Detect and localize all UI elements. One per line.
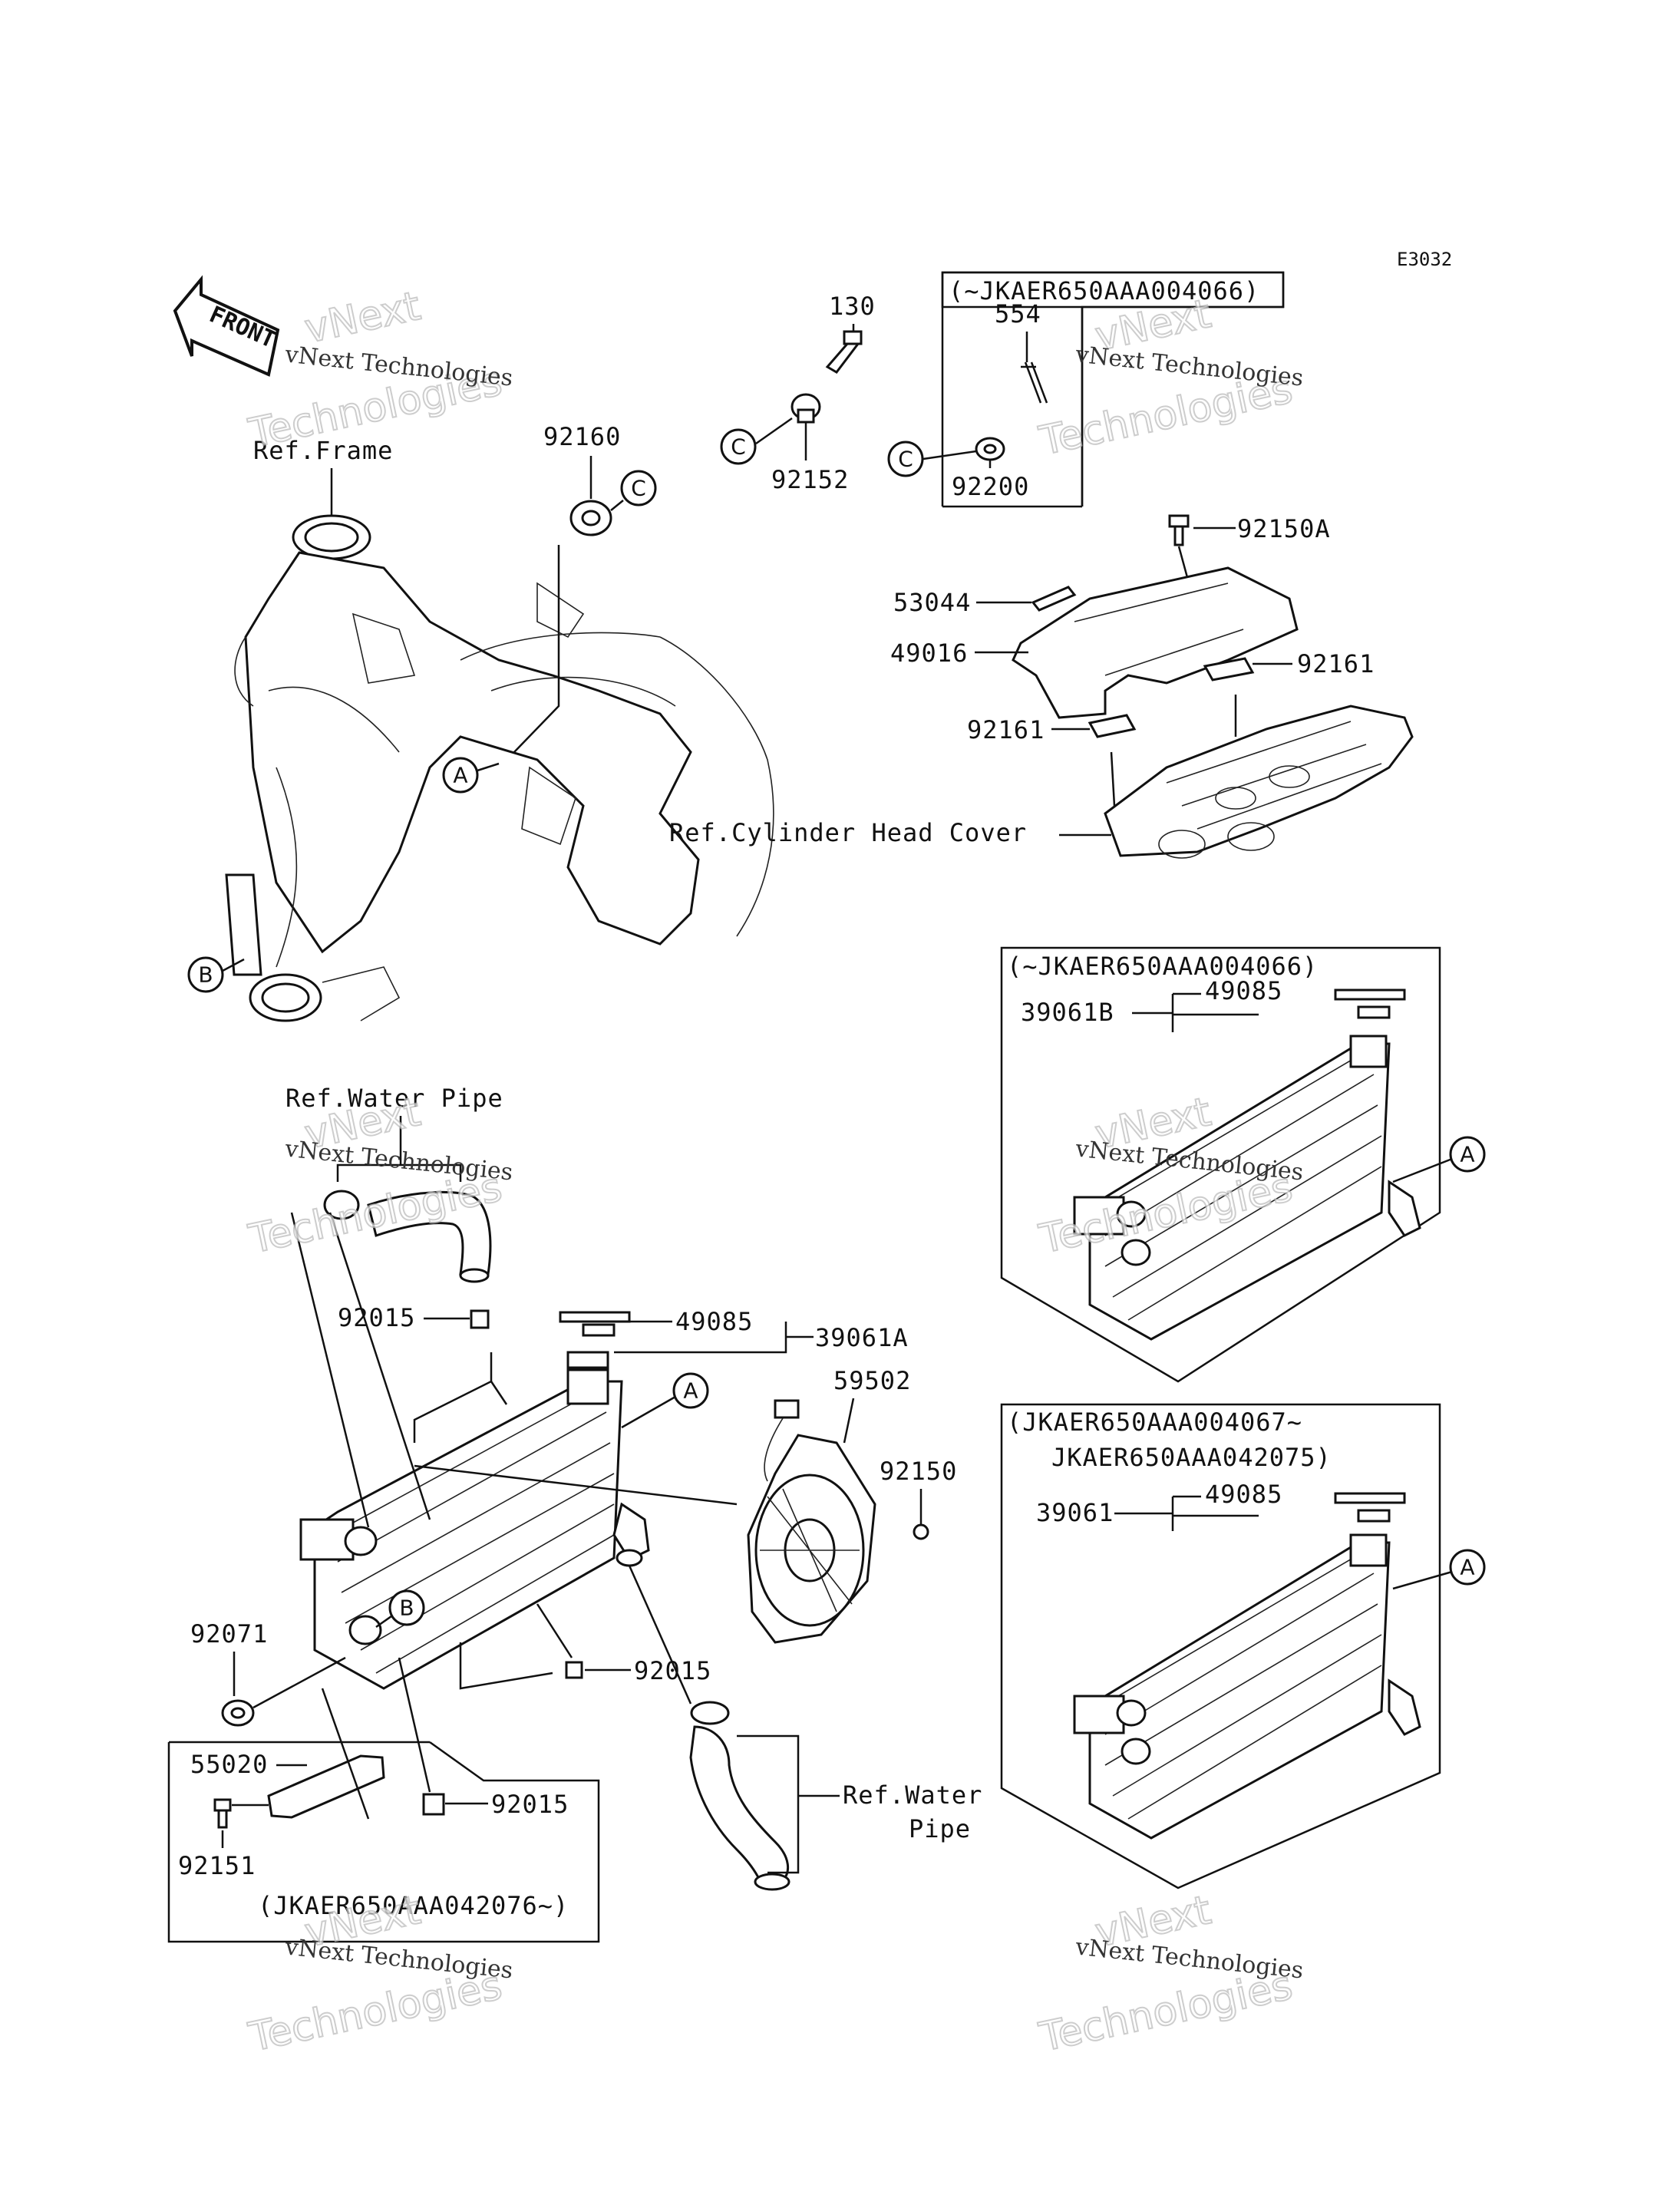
svg-text:vNext: vNext [301,283,424,352]
svg-text:A: A [683,1378,698,1404]
washer-92200-icon [975,437,1005,461]
serial-range-bottom-left: (JKAER650AAA042076~) [258,1891,569,1920]
svg-text:C: C [731,434,746,460]
bolt-92151-icon [213,1798,232,1829]
bolt-92150-icon [913,1523,929,1540]
callout-a-main [672,1372,709,1409]
cap-49085-low-icon [1334,1492,1406,1523]
part-39061B-label: 39061B [1021,998,1114,1027]
svg-text:A: A [1460,1142,1474,1167]
collar-92152-icon [790,393,821,424]
radiator-39061B-drawing [1073,1035,1421,1341]
pad-92161-right-icon [1203,657,1255,682]
svg-text:vNext Technologies: vNext Technologies [283,1135,514,1186]
part-39061-label: 39061 [1036,1498,1114,1527]
part-130-label: 130 [829,292,876,321]
pin-554-icon [1021,361,1048,404]
part-92161-right-label: 92161 [1297,649,1375,678]
part-92015-top-label: 92015 [338,1303,415,1332]
bolt-92150A-icon [1168,514,1190,546]
part-92161-left-label: 92161 [967,715,1045,744]
serial-range-top: (~JKAER650AAA004066) [949,276,1259,305]
radiator-39061-drawing [1073,1533,1421,1840]
part-92150A-label: 92150A [1237,514,1331,543]
ref-cylinder-head-cover-label: Ref.Cylinder Head Cover [669,818,1027,847]
neck-filler-icon [566,1351,609,1369]
front-arrow-icon: FRONT [173,275,280,377]
bracket-55020-drawing [267,1754,385,1819]
svg-text:B: B [198,962,213,988]
ref-water-pipe-bottom-2-label: Pipe [909,1814,971,1843]
hose-clamp-upper-icon [323,1190,360,1220]
callout-b-frame [187,956,224,993]
callout-c-frame [620,470,657,507]
fan-59502-drawing [747,1399,876,1644]
part-554-label: 554 [995,299,1041,328]
callout-c-bolt [720,428,757,465]
clip-92015-mid-icon [565,1661,583,1679]
cap-49085-mid-icon [1334,988,1406,1019]
part-49085-low-label: 49085 [1205,1480,1282,1509]
pad-92161-left-icon [1088,714,1137,738]
callout-a-variant-1 [1449,1136,1486,1173]
callout-c-top [887,441,924,477]
water-hose-upper-drawing [367,1190,492,1283]
callout-a-frame [442,757,479,794]
ref-water-pipe-top-label: Ref.Water Pipe [286,1084,503,1113]
part-59502-label: 59502 [833,1366,911,1395]
cylinder-head-cover-drawing [1104,705,1414,859]
svg-text:A: A [453,763,467,788]
svg-text:C: C [631,476,646,501]
part-92015-low-label: 92015 [491,1790,569,1819]
part-49085-main-label: 49085 [675,1307,753,1336]
frame-drawing [225,514,774,1022]
part-39061A-label: 39061A [815,1323,909,1352]
bolt-130-icon [825,330,863,374]
cap-49085-main-icon [559,1311,631,1337]
part-92071-label: 92071 [190,1619,268,1648]
pad-53044-icon [1031,586,1077,612]
svg-text:A: A [1460,1555,1474,1580]
part-92150-label: 92150 [880,1457,957,1486]
diagram-code: E3032 [1397,249,1452,270]
water-hose-lower-drawing [689,1725,790,1891]
part-55020-label: 55020 [190,1750,268,1779]
hose-clamp-lower-icon [690,1701,730,1725]
ref-water-pipe-bottom-1-label: Ref.Water [843,1781,982,1810]
clip-92015-top-icon [470,1309,490,1329]
part-92015-mid-label: 92015 [634,1656,711,1685]
part-92152-label: 92152 [771,465,849,494]
part-49085-mid-label: 49085 [1205,976,1282,1005]
callout-b-main [388,1589,425,1626]
part-49016-label: 49016 [890,639,968,668]
grommet-92160-icon [569,500,612,536]
part-92151-label: 92151 [178,1851,256,1880]
watermark-1: vNext Technologies vNext Technologies [244,282,514,457]
grommet-92071-icon [221,1699,255,1727]
svg-text:B: B [399,1596,414,1621]
svg-text:C: C [898,447,913,472]
part-92200-label: 92200 [952,472,1029,501]
serial-range-lower-1: (JKAER650AAA004067~ [1007,1408,1302,1437]
part-53044-label: 53044 [893,588,971,617]
ref-frame-label: Ref.Frame [253,436,393,465]
heat-shield-49016-drawing [1012,566,1299,719]
watermark-2: vNext Technologies vNext Technologies [1035,290,1305,465]
serial-range-lower-2: JKAER650AAA042075) [1051,1443,1332,1472]
svg-text:vNext Technologies: vNext Technologies [1074,1933,1305,1984]
part-92160-label: 92160 [543,422,621,451]
serial-range-mid: (~JKAER650AAA004066) [1007,952,1318,981]
watermark-6: vNext Technologies vNext Technologies [1035,1886,1305,2061]
svg-text:vNext Technologies: vNext Technologies [1074,341,1305,391]
radiator-39061A-drawing [299,1368,650,1690]
clip-92015-low-icon [422,1793,445,1816]
callout-a-variant-2 [1449,1549,1486,1586]
